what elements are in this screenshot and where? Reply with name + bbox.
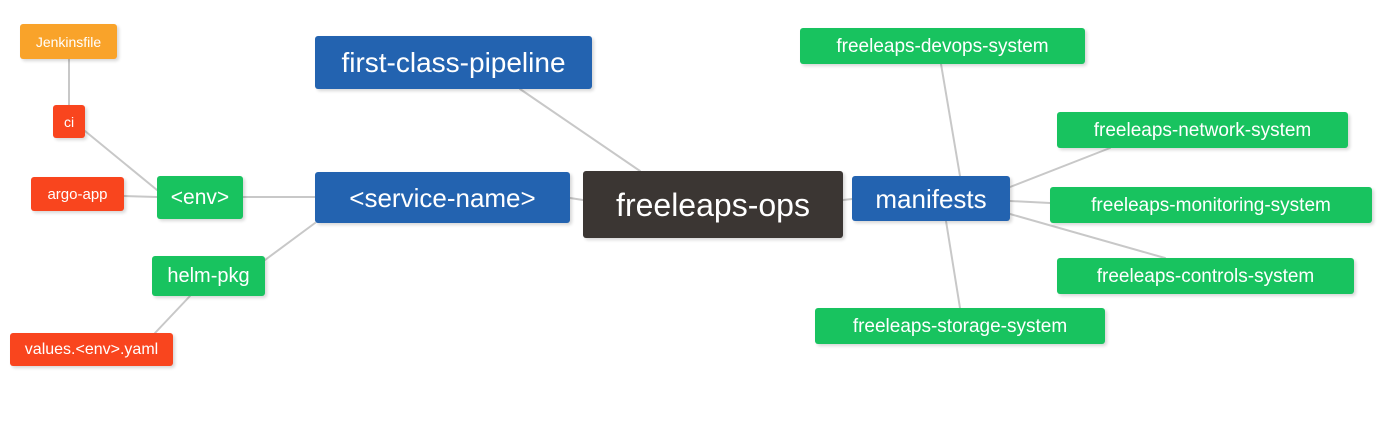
- node-label-env: <env>: [170, 186, 230, 209]
- node-label-freeleaps-network-system: freeleaps-network-system: [1093, 119, 1312, 141]
- edge-helm-pkg-to-values-yaml: [154, 295, 191, 334]
- node-label-service-name: <service-name>: [349, 182, 536, 213]
- node-label-freeleaps-storage-system: freeleaps-storage-system: [852, 315, 1068, 337]
- node-label-argo-app: argo-app: [47, 185, 108, 203]
- node-argo-app[interactable]: argo-app: [31, 177, 124, 211]
- node-label-first-class-pipeline: first-class-pipeline: [341, 46, 566, 78]
- edge-service-name-to-freeleaps-ops: [569, 197, 584, 201]
- node-label-helm-pkg: helm-pkg: [167, 265, 250, 287]
- node-freeleaps-monitoring-system[interactable]: freeleaps-monitoring-system: [1050, 187, 1372, 223]
- node-values-yaml[interactable]: values.<env>.yaml: [10, 333, 173, 366]
- node-ci[interactable]: ci: [53, 105, 85, 138]
- node-label-freeleaps-devops-system: freeleaps-devops-system: [836, 35, 1049, 57]
- node-manifests[interactable]: manifests: [852, 176, 1010, 221]
- node-label-freeleaps-monitoring-system: freeleaps-monitoring-system: [1091, 194, 1331, 216]
- node-label-values-yaml: values.<env>.yaml: [24, 340, 159, 358]
- node-helm-pkg[interactable]: helm-pkg: [152, 256, 265, 296]
- edge-manifests-to-freeleaps-storage-system: [945, 220, 961, 309]
- node-freeleaps-controls-system[interactable]: freeleaps-controls-system: [1057, 258, 1354, 294]
- edge-first-class-pipeline-to-freeleaps-ops: [519, 88, 641, 172]
- edge-freeleaps-ops-to-manifests: [842, 198, 853, 201]
- edge-argo-app-to-env: [123, 195, 158, 198]
- node-freeleaps-storage-system[interactable]: freeleaps-storage-system: [815, 308, 1105, 344]
- node-env[interactable]: <env>: [157, 176, 243, 219]
- edge-freeleaps-devops-system-to-manifests: [940, 63, 961, 177]
- node-freeleaps-network-system[interactable]: freeleaps-network-system: [1057, 112, 1348, 148]
- edge-service-name-to-helm-pkg: [264, 222, 316, 261]
- node-service-name[interactable]: <service-name>: [315, 172, 570, 223]
- edge-manifests-to-freeleaps-network-system: [1009, 147, 1111, 188]
- node-freeleaps-ops[interactable]: freeleaps-ops: [583, 171, 843, 238]
- node-first-class-pipeline[interactable]: first-class-pipeline: [315, 36, 592, 89]
- node-label-freeleaps-controls-system: freeleaps-controls-system: [1096, 265, 1315, 287]
- node-freeleaps-devops-system[interactable]: freeleaps-devops-system: [800, 28, 1085, 64]
- node-label-jenkinsfile: Jenkinsfile: [35, 33, 102, 50]
- node-label-ci: ci: [63, 113, 75, 130]
- node-label-manifests: manifests: [875, 183, 987, 214]
- edge-manifests-to-freeleaps-monitoring-system: [1009, 200, 1051, 204]
- node-label-freeleaps-ops: freeleaps-ops: [616, 186, 810, 223]
- node-jenkinsfile[interactable]: Jenkinsfile: [20, 24, 117, 59]
